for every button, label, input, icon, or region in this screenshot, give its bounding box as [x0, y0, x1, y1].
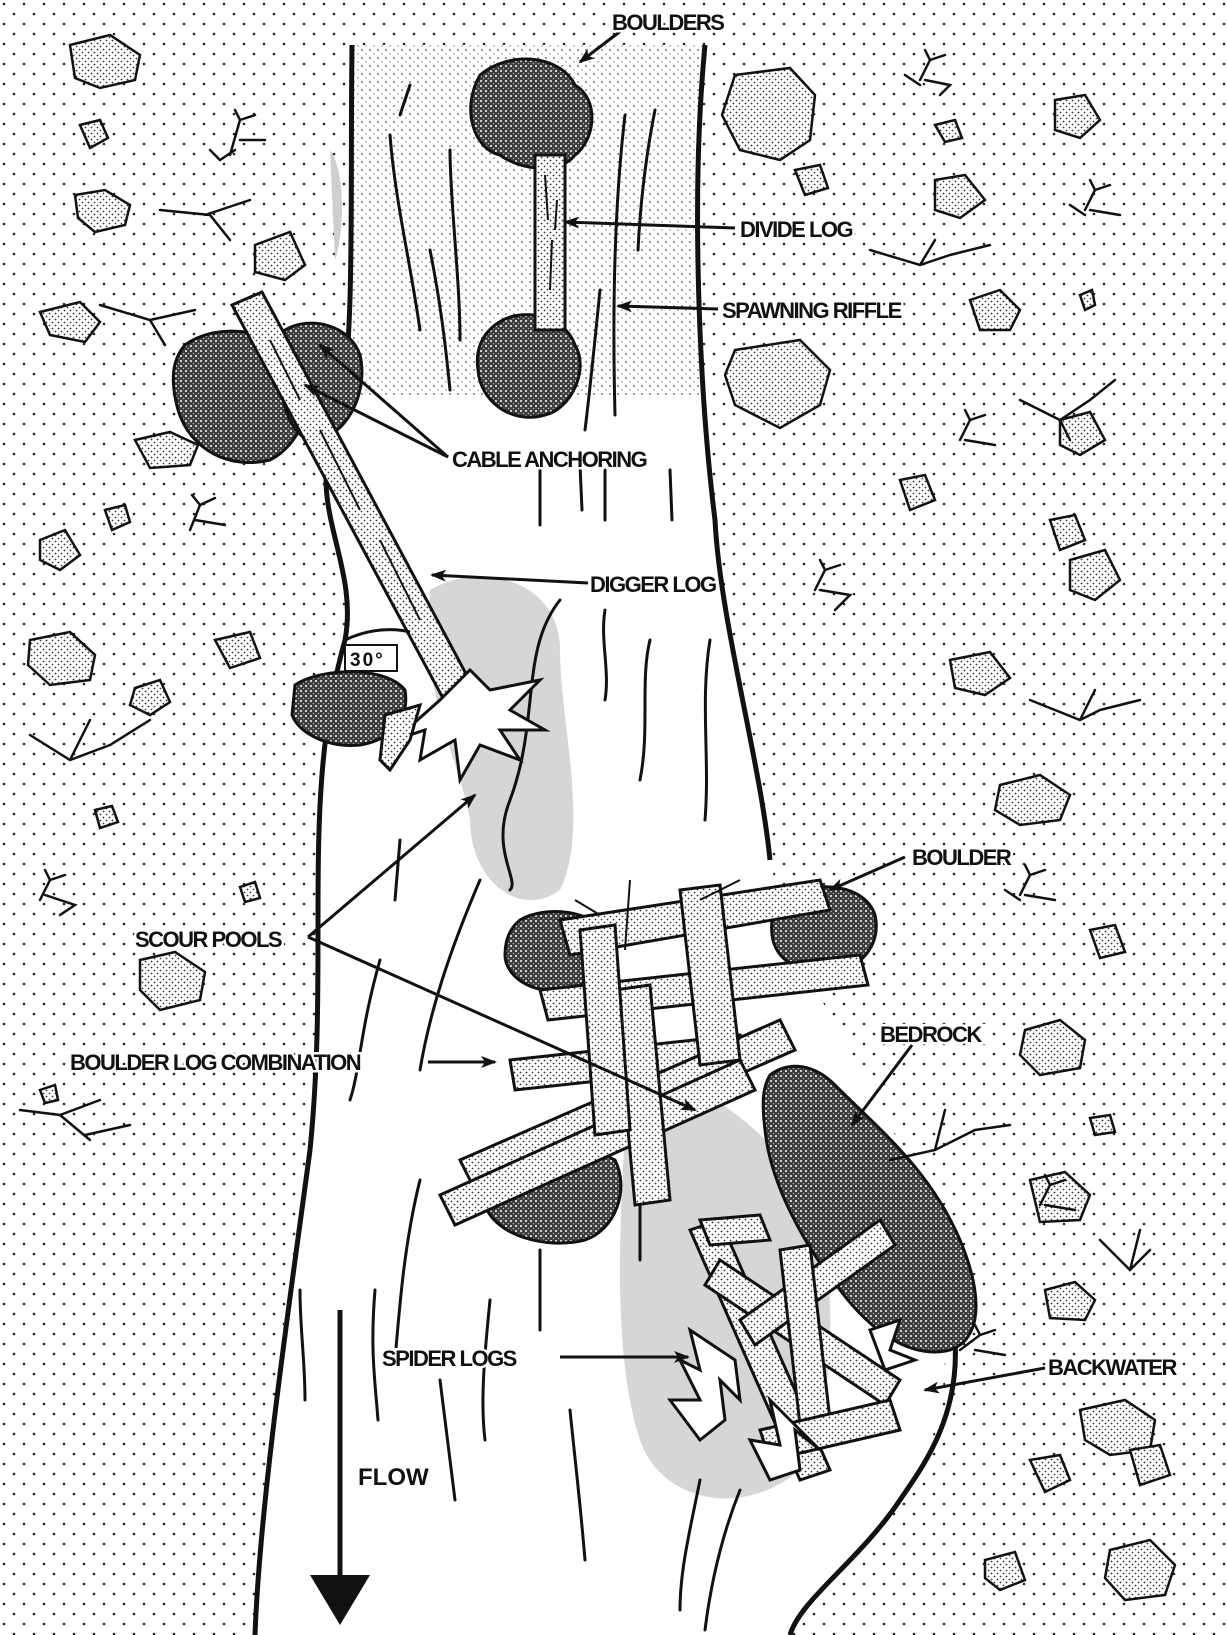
label-cable-anchoring: CABLE ANCHORING: [452, 447, 647, 472]
label-digger-log: DIGGER LOG: [590, 572, 716, 597]
flow-label: FLOW: [358, 1464, 429, 1491]
label-boulders: BOULDERS: [612, 10, 724, 35]
divide-log: [535, 155, 565, 330]
label-bedrock: BEDROCK: [880, 1022, 982, 1047]
label-spider-logs: SPIDER LOGS: [382, 1346, 517, 1371]
label-scour-pools: SCOUR POOLS: [135, 927, 282, 952]
label-backwater: BACKWATER: [1048, 1355, 1177, 1380]
label-spawning-riffle: SPAWNING RIFFLE: [722, 298, 902, 323]
label-divide-log: DIVIDE LOG: [740, 217, 853, 242]
label-boulder-log-combination: BOULDER LOG COMBINATION: [70, 1050, 361, 1075]
label-boulder: BOULDER: [912, 845, 1012, 870]
angle-label: 30°: [350, 650, 385, 671]
